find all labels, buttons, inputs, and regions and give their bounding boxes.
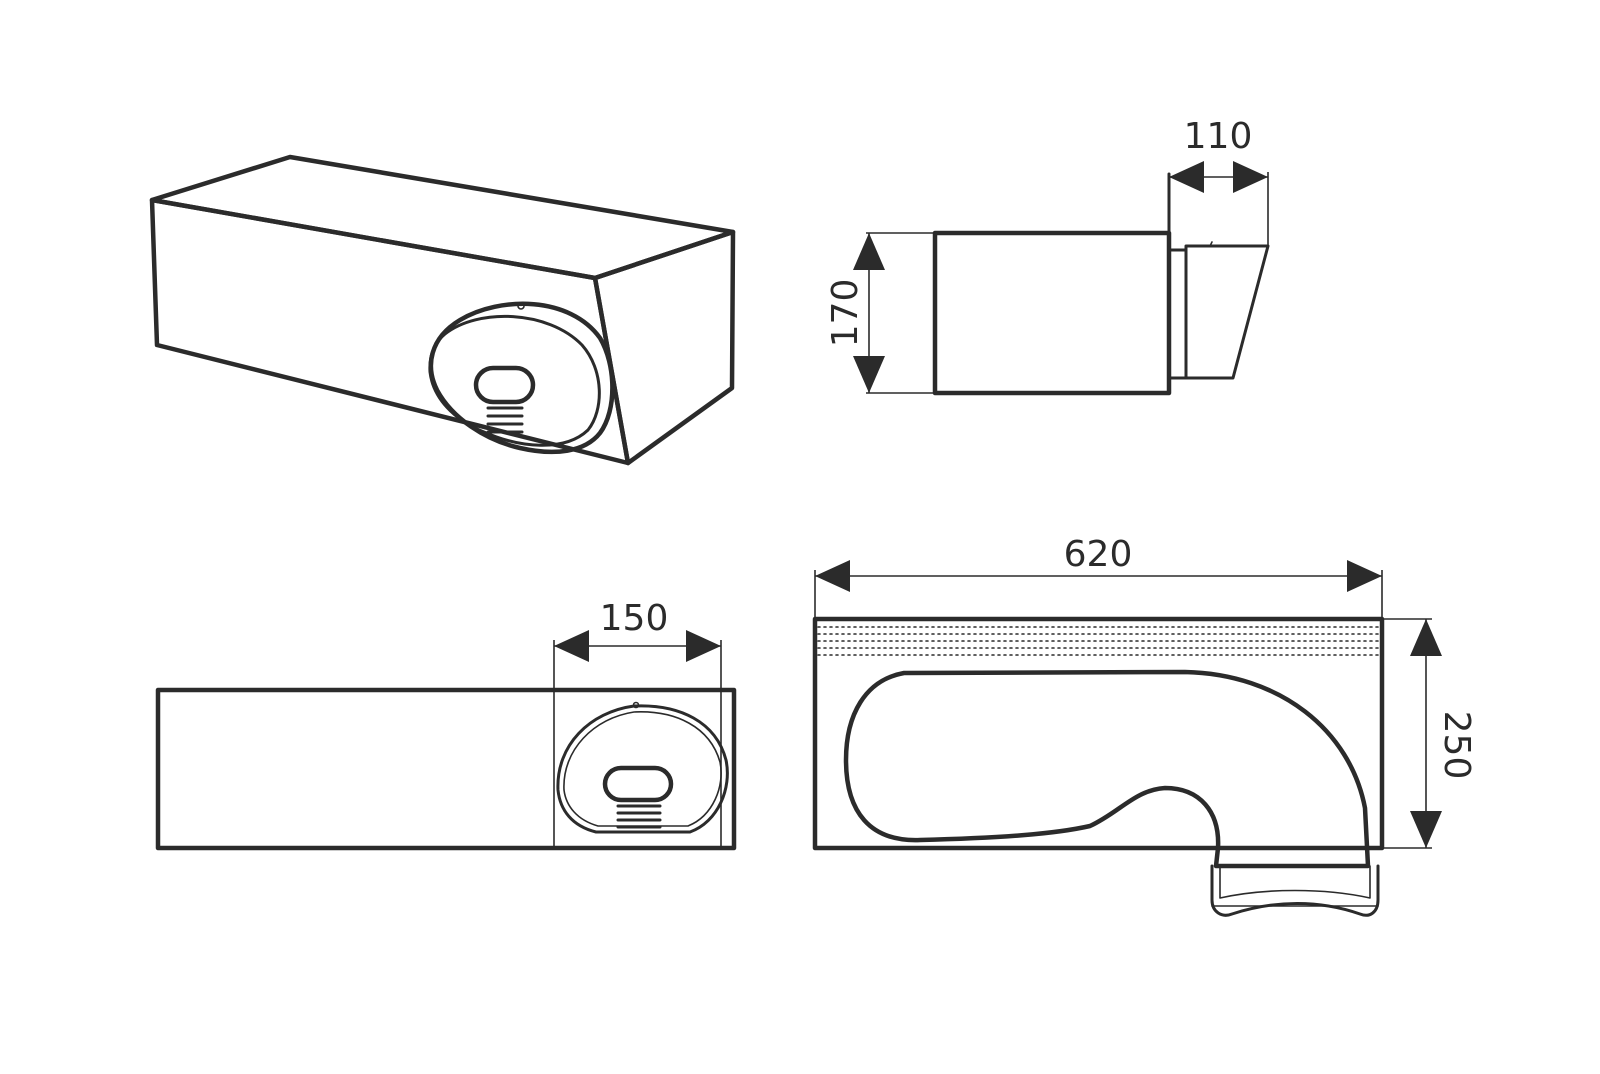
top-duct-body bbox=[812, 616, 1385, 851]
side-hood bbox=[1184, 244, 1270, 380]
side-view: 110 170 bbox=[825, 116, 1270, 396]
front-duct-body bbox=[155, 687, 737, 851]
bottom-spigot bbox=[1210, 864, 1380, 917]
dimension-170: 170 bbox=[825, 232, 935, 394]
outlet-grille bbox=[428, 301, 615, 455]
outlet-screw bbox=[517, 302, 525, 310]
outlet-slot bbox=[473, 365, 536, 405]
isometric-view bbox=[149, 154, 736, 466]
dimension-110: 110 bbox=[1169, 116, 1269, 246]
internal-bend-path bbox=[843, 669, 1371, 869]
dim-label-150: 150 bbox=[600, 598, 669, 639]
dim-label-170: 170 bbox=[825, 279, 866, 348]
front-view: 150 bbox=[155, 598, 737, 851]
side-duct-body bbox=[932, 230, 1172, 396]
dim-label-250: 250 bbox=[1436, 711, 1477, 780]
dimension-620: 620 bbox=[814, 534, 1383, 619]
box-side-face bbox=[592, 229, 736, 466]
top-view: 620 250 bbox=[812, 534, 1477, 917]
dimension-250: 250 bbox=[1382, 618, 1477, 849]
dim-label-620: 620 bbox=[1064, 534, 1133, 575]
front-outlet-grille bbox=[556, 701, 729, 834]
box-front-face bbox=[149, 197, 631, 466]
top-hatch-lines bbox=[817, 626, 1381, 656]
dimension-150: 150 bbox=[553, 598, 722, 848]
front-outlet-slot bbox=[602, 765, 674, 803]
side-flange bbox=[1167, 248, 1188, 380]
dim-label-110: 110 bbox=[1184, 116, 1253, 157]
